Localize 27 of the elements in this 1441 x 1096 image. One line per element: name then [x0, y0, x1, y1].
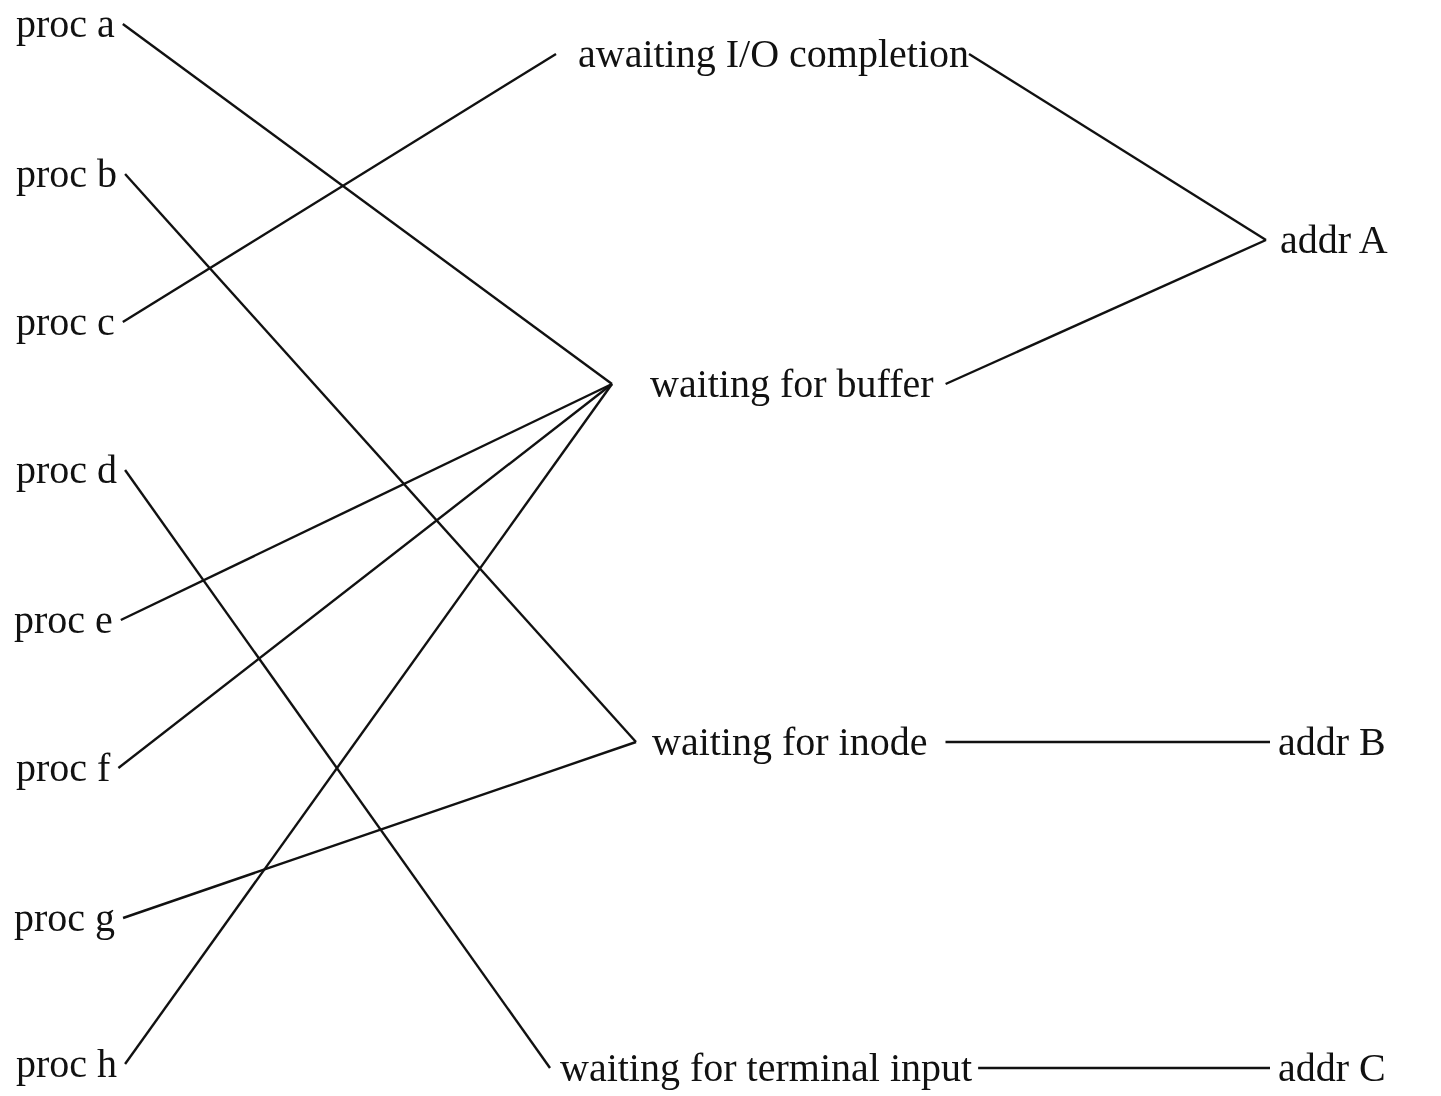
connector-line — [122, 23, 613, 385]
connector-line — [978, 1066, 1270, 1070]
state-label: addr A — [1280, 216, 1388, 264]
connector-line — [945, 740, 1270, 744]
connector-line — [122, 52, 557, 324]
connector-line — [945, 238, 1267, 386]
state-label: waiting for terminal input — [560, 1044, 973, 1092]
connector-line — [122, 740, 637, 920]
state-label: proc c — [16, 298, 115, 346]
state-label: proc e — [14, 596, 113, 644]
state-label: awaiting I/O completion — [578, 30, 969, 78]
connector-line — [124, 173, 637, 743]
state-label: proc a — [16, 0, 115, 48]
state-label: proc f — [16, 744, 111, 792]
state-label: addr C — [1278, 1044, 1386, 1092]
connector-line — [968, 53, 1267, 241]
state-label: waiting for buffer — [650, 360, 934, 408]
connector-line — [124, 469, 551, 1069]
state-label: proc g — [14, 894, 116, 942]
state-label: proc b — [16, 150, 118, 198]
state-label: addr B — [1278, 718, 1386, 766]
state-label: waiting for inode — [652, 718, 928, 766]
state-label: proc d — [16, 446, 118, 494]
state-label: proc h — [16, 1040, 118, 1088]
connector-line — [120, 382, 613, 622]
connector-line — [124, 383, 613, 1065]
connector-line — [117, 383, 613, 769]
